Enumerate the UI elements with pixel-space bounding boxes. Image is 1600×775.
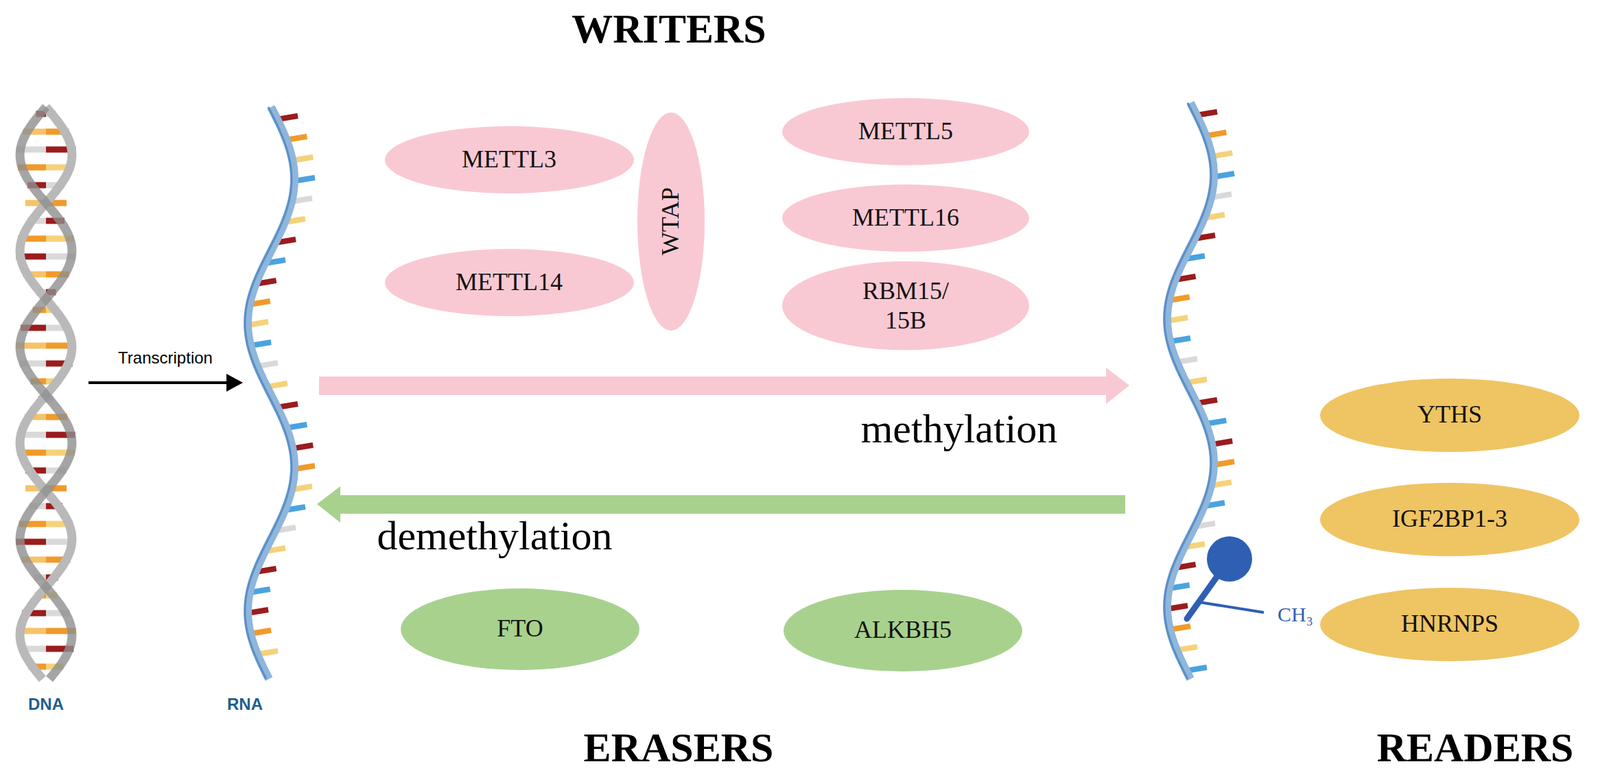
ellipse-node: IGF2BP1-3 [1320, 483, 1580, 557]
dna-strand [19, 107, 73, 680]
ellipse-shape [782, 261, 1030, 350]
arrow-head [1106, 367, 1130, 405]
node-label: YTHS [1417, 400, 1482, 430]
rna-strand [244, 107, 292, 680]
node-label: METTL3 [461, 144, 557, 175]
node-label: ALKBH5 [854, 615, 952, 645]
section-heading: WRITERS [571, 5, 766, 53]
ellipse-fill [1320, 483, 1580, 557]
ellipse-fill [400, 588, 640, 671]
methyl-bond [1199, 602, 1264, 613]
node-label: WTAP [655, 187, 686, 256]
ellipse-node: METTL5 [782, 98, 1030, 166]
node-label: HNRNPS [1401, 609, 1499, 639]
node-label: RBM15/ 15B [840, 276, 971, 336]
section-heading: ERASERS [583, 724, 774, 772]
ellipse-fill [782, 98, 1030, 166]
dna-strand [19, 107, 73, 680]
ellipse-fill [783, 590, 1023, 672]
ellipse-node: METTL14 [384, 249, 634, 317]
rna-strand [247, 107, 295, 680]
node-label: FTO [496, 614, 543, 644]
demethylation-arrow [338, 495, 1126, 514]
ellipse-node: HNRNPS [1320, 587, 1580, 662]
ellipse-fill [384, 126, 634, 194]
node-label: METTL14 [455, 267, 563, 298]
ellipse-node: FTO [400, 588, 640, 671]
arrow-head [316, 486, 341, 523]
arrow-head [226, 373, 243, 392]
ellipse-node: METTL3 [384, 126, 634, 194]
process-label: methylation [861, 405, 1058, 453]
molecule-label: DNA [28, 695, 64, 715]
ellipse-node: YTHS [1320, 378, 1580, 453]
methyl-ball [1206, 536, 1253, 582]
molecule-label: RNA [227, 695, 263, 715]
ellipse-node: METTL16 [782, 184, 1030, 252]
transcription-arrow [88, 381, 230, 385]
ellipse-fill [782, 184, 1030, 252]
ellipse-fill [1320, 378, 1580, 453]
ellipse-node: RBM15/ 15B [782, 261, 1030, 350]
chemical-label: CH₃ [1277, 603, 1314, 627]
ellipse-fill [1320, 587, 1580, 662]
helix-group [15, 102, 1235, 680]
node-label: METTL16 [852, 203, 960, 233]
process-label: demethylation [376, 512, 613, 560]
ellipse-node: ALKBH5 [783, 590, 1023, 672]
section-heading: READERS [1377, 724, 1574, 772]
reader-crescent [1243, 501, 1296, 592]
ellipse-fill [384, 249, 634, 317]
ellipse-fill [782, 261, 1030, 350]
node-label: IGF2BP1-3 [1392, 504, 1508, 534]
ellipse-fill [637, 112, 705, 331]
process-label: Transcription [118, 348, 213, 368]
ellipse-node: WTAP [637, 112, 705, 331]
methylation-arrow [319, 376, 1109, 396]
node-label: METTL5 [858, 116, 954, 147]
